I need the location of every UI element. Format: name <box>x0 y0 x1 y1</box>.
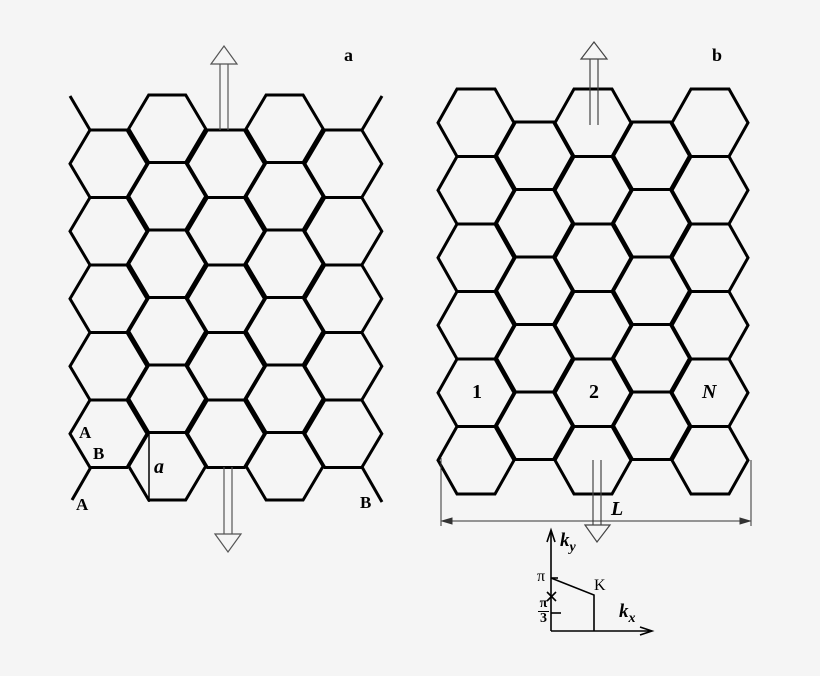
brillouin-zone-plot <box>546 527 655 636</box>
cell-label-n: N <box>702 381 717 403</box>
sublattice-label-upper-b: B <box>93 444 105 463</box>
sublattice-label-upper-a: A <box>79 423 92 442</box>
hexagon-cell <box>185 398 267 469</box>
panel-a-arrow-up-icon <box>209 44 239 130</box>
hexagon-cell <box>553 425 633 496</box>
hexagon-cell <box>670 425 750 496</box>
panel-b-arrow-up-icon <box>579 41 609 125</box>
panel-a-arrow-down-icon <box>213 467 243 554</box>
panel-b-label: b <box>712 45 723 65</box>
sublattice-label-lower-a: A <box>76 495 89 514</box>
hexagon-cell <box>436 425 516 496</box>
kx-axis-label: kx <box>619 601 636 626</box>
hexagon-cell <box>611 390 692 461</box>
pi-over-3-label: π 3 <box>538 596 549 626</box>
panel-a-honeycomb-lattice <box>68 93 384 502</box>
zone-boundary <box>550 577 595 631</box>
panel-a-edge-stubs <box>68 95 384 503</box>
panel-a-label: a <box>344 45 353 65</box>
panel-b-honeycomb-lattice <box>436 87 750 496</box>
width-label-l: L <box>611 498 624 520</box>
sublattice-label-lower-b: B <box>360 493 372 512</box>
cell-label-1: 1 <box>472 381 482 403</box>
kx-arrowhead-icon <box>639 626 655 636</box>
ky-arrowhead-icon <box>546 527 556 543</box>
hexagon-cell <box>126 431 208 502</box>
cell-label-2: 2 <box>589 381 599 403</box>
width-dimension-line <box>440 458 752 526</box>
hexagon-cell <box>244 431 325 502</box>
pi-tick-label: π <box>537 568 546 585</box>
k-point-label: K <box>594 577 606 594</box>
hexagon-cell <box>68 398 149 469</box>
panel-b-arrow-down-icon <box>583 460 612 544</box>
lattice-constant-label: a <box>154 456 164 478</box>
ky-axis-label: ky <box>560 530 576 555</box>
hexagon-cell <box>494 390 575 461</box>
